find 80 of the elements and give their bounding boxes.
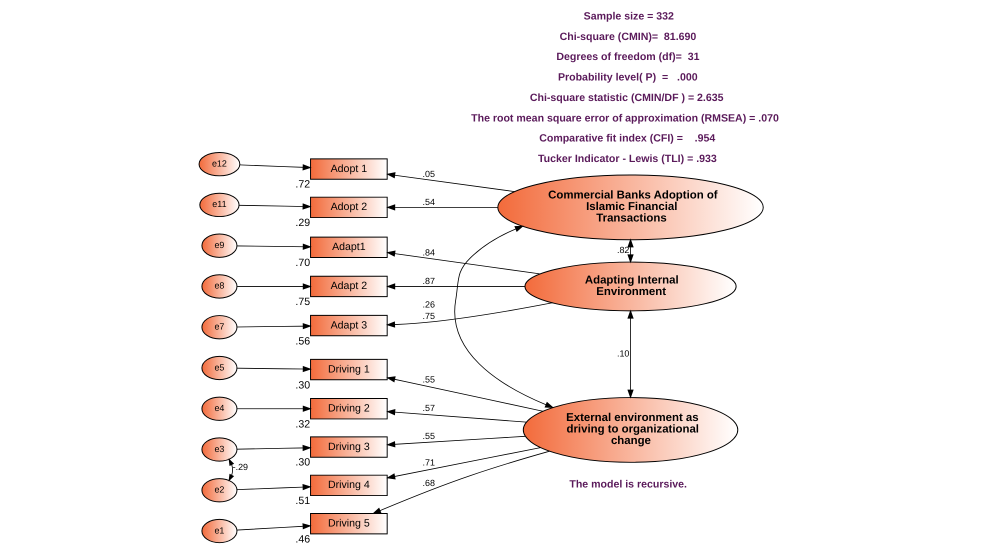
arrow <box>386 250 540 274</box>
arrow <box>236 244 312 250</box>
edge-label: -.29 <box>232 462 248 472</box>
node-box: Adapt 2 <box>310 276 388 298</box>
arrow <box>386 302 552 328</box>
edge-label: .54 <box>422 196 434 207</box>
arrow <box>236 283 312 290</box>
node-label: .32 <box>294 418 310 430</box>
node-box: Adopt 1 <box>310 158 388 180</box>
arrow <box>236 323 312 330</box>
node-box: Driving 4 <box>310 474 388 496</box>
node-box: Driving 5 <box>310 513 388 534</box>
edge-label: .82 <box>616 245 629 256</box>
arrow <box>386 409 526 423</box>
node-label: .75 <box>294 296 310 308</box>
edge-label: .84 <box>422 247 434 258</box>
edge-label: .10 <box>616 348 629 358</box>
edge-label: .55 <box>422 374 434 384</box>
arrow <box>454 226 554 408</box>
node-box: Adopt 2 <box>310 196 388 218</box>
node-label: .70 <box>294 256 310 269</box>
node-label: .29 <box>294 217 310 230</box>
label: Chi-square statistic (CMIN/DF ) = 2.635 <box>529 92 724 104</box>
edge-label: .57 <box>422 403 434 414</box>
node-label: .46 <box>294 533 310 546</box>
node-box: Driving 1 <box>310 358 388 380</box>
arrow <box>386 283 525 290</box>
label: Sample size = 332 <box>583 10 674 22</box>
arrow <box>626 238 634 264</box>
node-label: .30 <box>294 456 310 469</box>
label: Probability level( P) = .000 <box>557 72 698 84</box>
node-label: .51 <box>294 495 310 508</box>
arrow <box>238 164 312 170</box>
node-ellipse: External environment as driving to organizational change <box>522 397 738 463</box>
node-label: .56 <box>294 335 310 348</box>
node-ellipse: Adapting Internal Environment <box>524 262 736 312</box>
label: Degrees of freedom (df)= 31 <box>556 51 699 64</box>
node-ellipse: e11 <box>198 192 240 218</box>
edge-label: .05 <box>422 169 434 180</box>
arrow <box>372 450 550 514</box>
node-label: .30 <box>294 379 310 392</box>
label: The model is recursive. <box>568 478 686 490</box>
node-ellipse: e2 <box>200 478 237 502</box>
edge-label: .75 <box>422 310 434 321</box>
arrow <box>236 444 312 452</box>
node-ellipse: e1 <box>200 518 237 544</box>
arrow <box>386 172 515 192</box>
node-ellipse: e4 <box>200 396 237 421</box>
node-ellipse: Commercial Banks Adoption of Islamic Financial Transactions <box>496 174 764 240</box>
arrow <box>236 484 312 490</box>
node-ellipse: e9 <box>200 234 237 258</box>
arrow <box>386 447 540 480</box>
node-box: Driving 2 <box>310 398 388 420</box>
node-ellipse: e3 <box>200 437 237 462</box>
node-ellipse: e5 <box>200 356 237 380</box>
edge-label: .55 <box>422 430 434 441</box>
edge-label: .71 <box>422 458 434 468</box>
arrow <box>386 376 543 412</box>
arrow <box>386 204 498 210</box>
arrow <box>238 203 312 210</box>
arrow <box>236 366 312 372</box>
node-box: Adapt 3 <box>310 314 388 336</box>
label: Chi-square (CMIN)= 81.690 <box>559 30 696 43</box>
edge-label: .87 <box>422 276 434 286</box>
node-label: .72 <box>294 178 310 191</box>
arrow <box>386 436 526 448</box>
node-ellipse: e8 <box>200 274 237 299</box>
label: The root mean square error of approximation (RMSEA) = .070 <box>470 112 778 124</box>
arrow <box>626 310 634 399</box>
label: Tucker Indicator - Lewis (TLI) = .933 <box>538 153 716 166</box>
edge-label: .68 <box>422 478 434 488</box>
edge-label: .26 <box>422 299 434 310</box>
node-box: Driving 3 <box>310 436 388 458</box>
label: Comparative fit index (CFI) = .954 <box>538 132 715 145</box>
node-box: Adapt1 <box>310 236 388 258</box>
arrow <box>236 406 312 412</box>
node-ellipse: e7 <box>200 315 237 340</box>
arrow <box>228 458 234 482</box>
arrow <box>236 523 312 530</box>
node-ellipse: e12 <box>198 152 240 176</box>
